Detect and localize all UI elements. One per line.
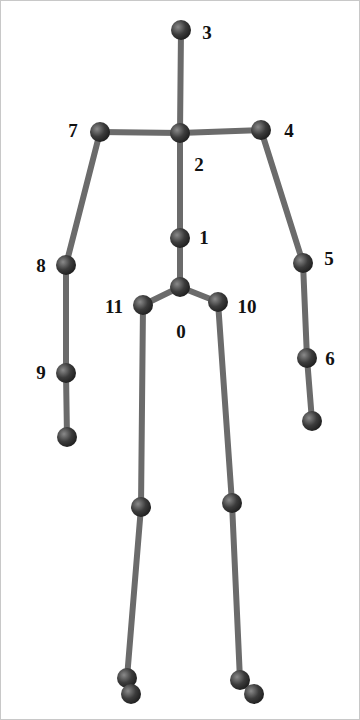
bones (66, 30, 312, 696)
callout-number: 8 (36, 256, 46, 275)
callout-number: 10 (238, 297, 257, 316)
callout-number: 3 (202, 23, 212, 42)
callout-number: 6 (325, 349, 335, 368)
callout-number: 7 (68, 121, 78, 140)
callout-number: 4 (284, 121, 294, 140)
callout-number: 9 (36, 363, 46, 382)
callout-number: 1 (199, 228, 209, 247)
callout-number: 5 (324, 249, 334, 268)
callout-number: 0 (176, 322, 186, 341)
joints (56, 20, 322, 704)
callout-number: 11 (105, 297, 123, 316)
callout-number: 2 (194, 155, 204, 174)
